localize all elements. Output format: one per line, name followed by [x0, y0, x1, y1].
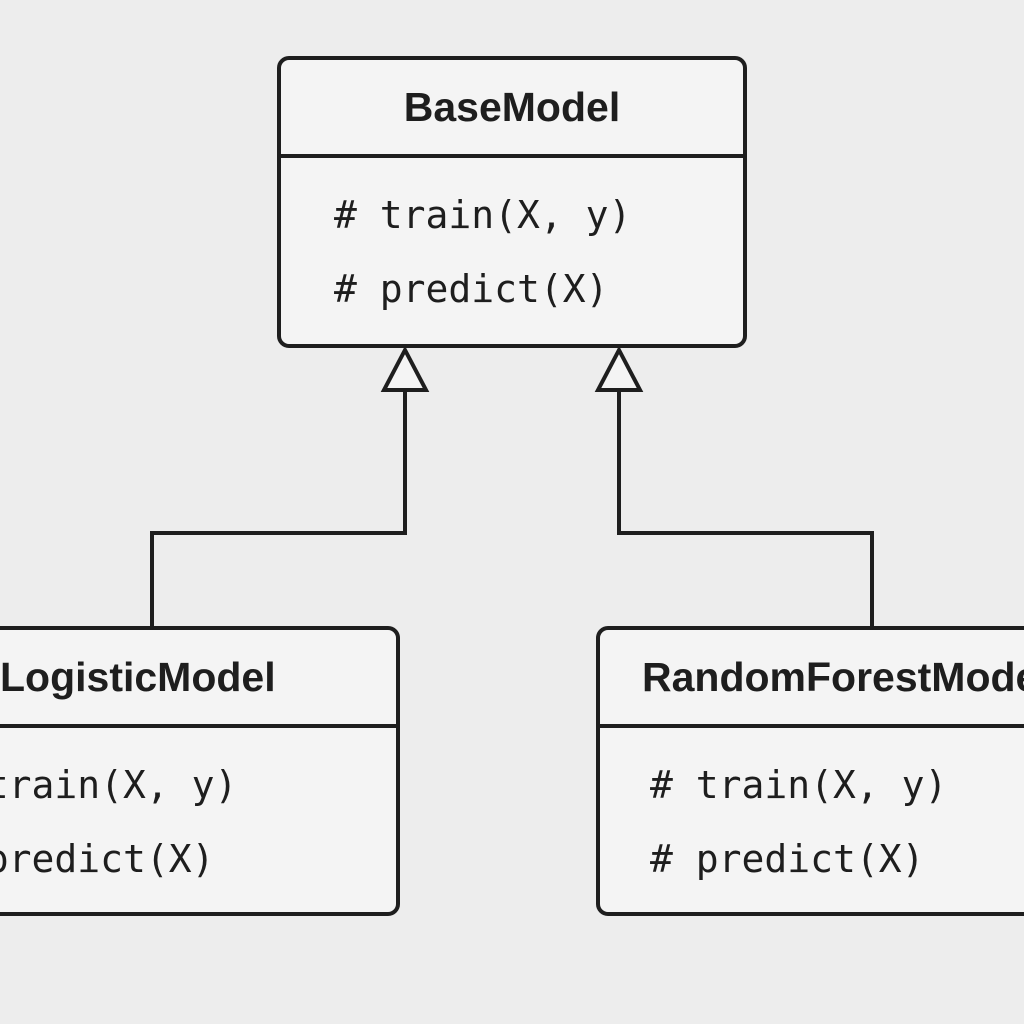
base-model-class-box[interactable]: BaseModel # train(X, y) # predict(X) [277, 56, 747, 348]
logistic-inheritance-line [150, 390, 407, 628]
random-forest-inheritance-line [617, 390, 874, 628]
random-forest-model-method-predict: # predict(X) [650, 837, 925, 881]
logistic-model-methods: # train(X, y) # predict(X) [0, 728, 396, 896]
base-model-class-name: BaseModel [281, 60, 743, 158]
random-forest-model-methods: # train(X, y) # predict(X) [600, 728, 1024, 896]
base-model-methods: # train(X, y) # predict(X) [281, 158, 743, 326]
base-model-method-predict: # predict(X) [334, 267, 609, 311]
random-forest-model-class-name: RandomForestModel [600, 630, 1024, 728]
logistic-model-method-train: # train(X, y) [0, 763, 238, 807]
logistic-model-method-predict: # predict(X) [0, 837, 215, 881]
random-forest-model-class-box[interactable]: RandomForestModel # train(X, y) # predic… [596, 626, 1024, 916]
logistic-model-class-box[interactable]: LogisticModel # train(X, y) # predict(X) [0, 626, 400, 916]
base-model-method-train: # train(X, y) [334, 193, 632, 237]
random-forest-model-method-train: # train(X, y) [650, 763, 948, 807]
random-forest-inheritance-arrowhead [594, 345, 644, 392]
logistic-inheritance-arrowhead [380, 345, 430, 392]
logistic-model-class-name: LogisticModel [0, 630, 396, 728]
